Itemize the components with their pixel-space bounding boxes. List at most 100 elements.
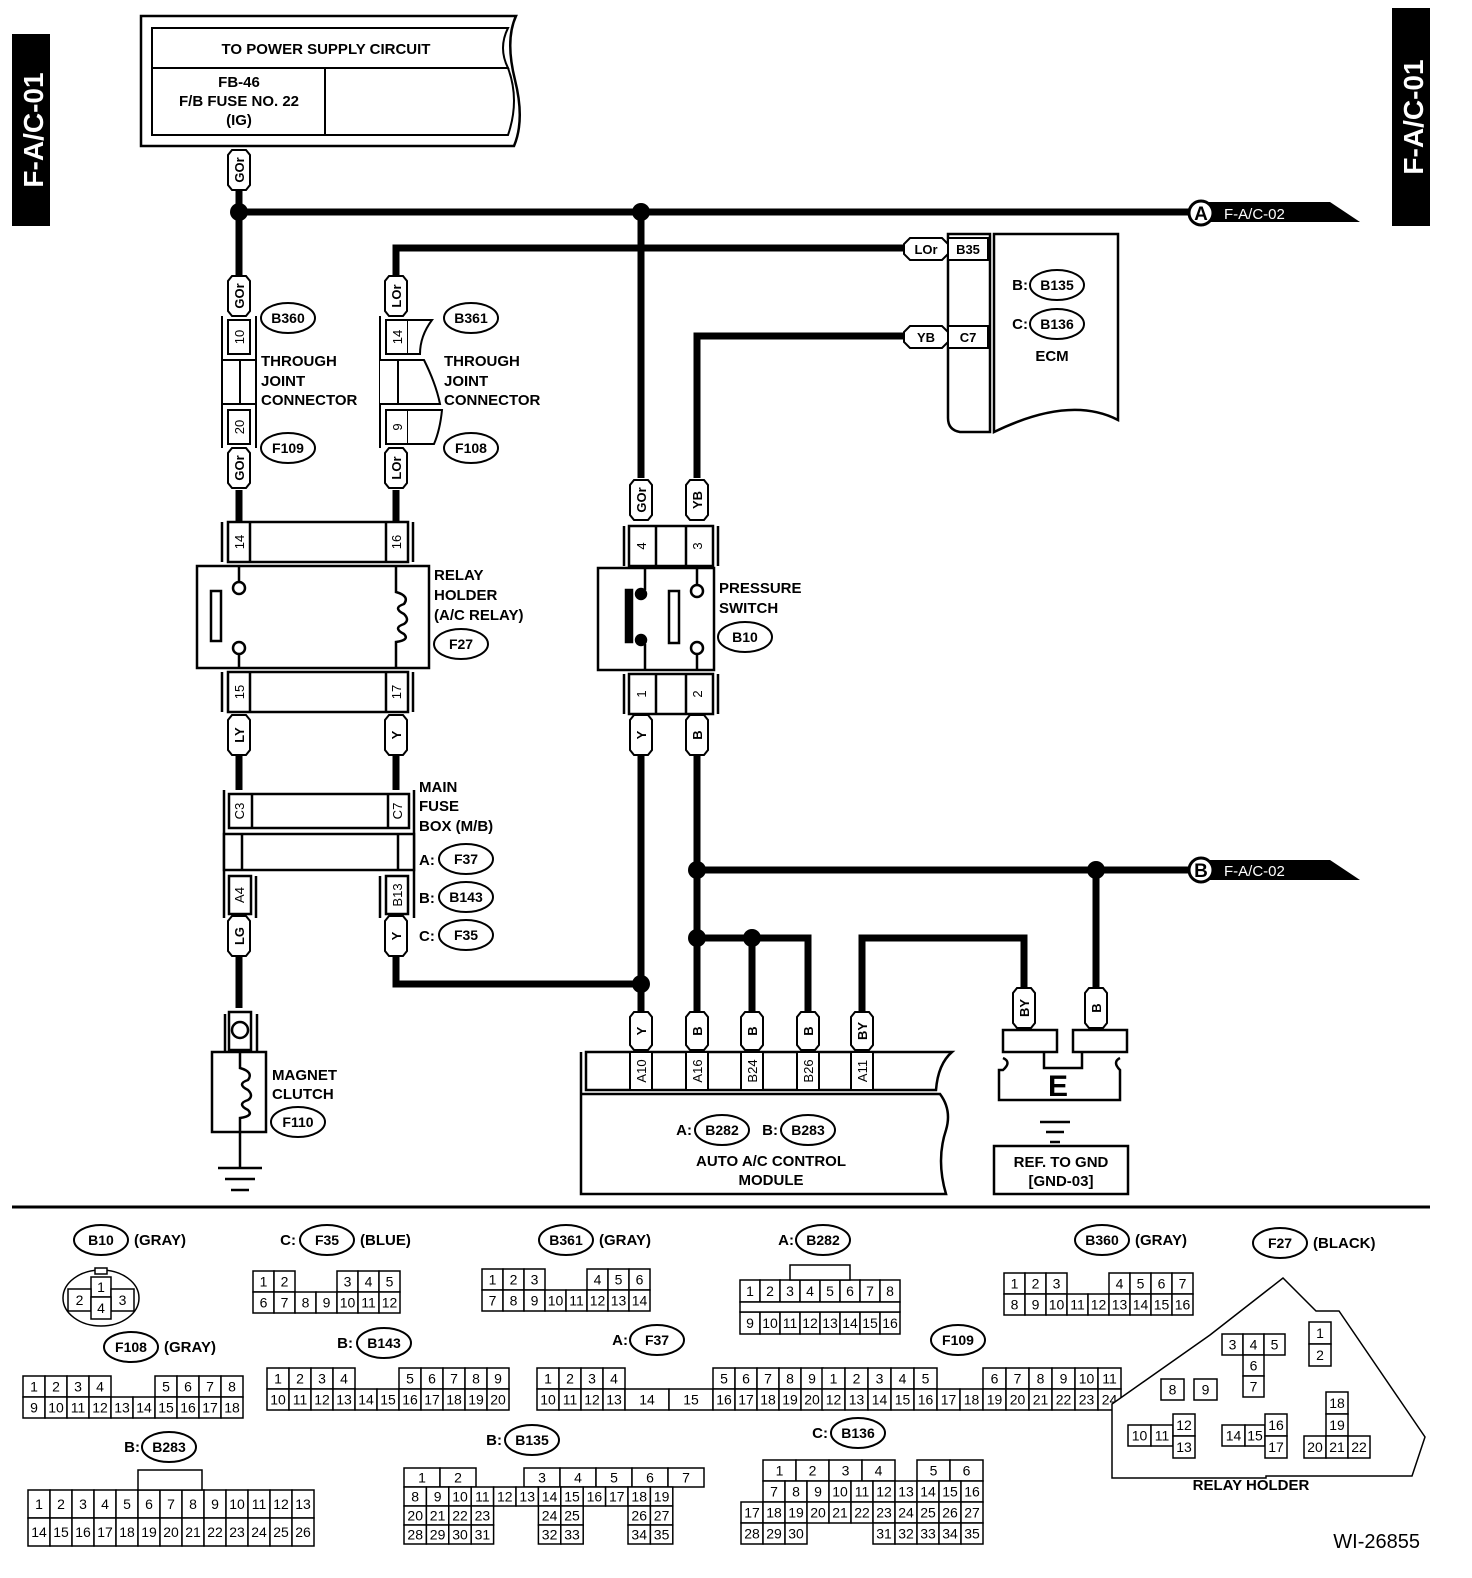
ecm-label: ECM (1035, 348, 1068, 365)
b360-id[interactable]: B360 (271, 310, 305, 326)
svg-text:21: 21 (430, 1508, 446, 1524)
cv-b135-id[interactable]: B135 (515, 1432, 549, 1448)
cv-f35-id[interactable]: F35 (315, 1232, 339, 1248)
svg-text:10: 10 (270, 1392, 286, 1408)
svg-text:19: 19 (468, 1392, 484, 1408)
relay-id[interactable]: F27 (449, 636, 473, 652)
svg-text:28: 28 (407, 1527, 423, 1543)
cv-b10-color: (GRAY) (134, 1232, 186, 1249)
svg-text:11: 11 (293, 1392, 308, 1408)
svg-text:13: 13 (336, 1392, 352, 1408)
cv-b360-id[interactable]: B360 (1085, 1232, 1119, 1248)
psw-id[interactable]: B10 (732, 629, 758, 645)
svg-text:28: 28 (744, 1526, 760, 1542)
svg-text:26: 26 (942, 1505, 958, 1521)
cv-b283-id[interactable]: B283 (152, 1439, 186, 1455)
cv-f108-id[interactable]: F108 (115, 1339, 147, 1355)
cv-b282-id[interactable]: B282 (806, 1232, 840, 1248)
svg-text:8: 8 (472, 1371, 480, 1387)
ground-ref-2[interactable]: [GND-03] (1028, 1173, 1093, 1190)
cv-b136-prefix: C: (812, 1425, 828, 1442)
svg-text:7: 7 (1179, 1276, 1187, 1292)
svg-text:LOr: LOr (389, 456, 404, 479)
svg-text:6: 6 (145, 1496, 153, 1512)
wire-lor-ecm (392, 244, 905, 278)
svg-text:29: 29 (766, 1526, 782, 1542)
mb-conn-f35[interactable]: F35 (454, 927, 478, 943)
svg-text:6: 6 (428, 1371, 436, 1387)
svg-text:12: 12 (876, 1484, 892, 1500)
svg-text:11: 11 (475, 1489, 490, 1505)
cv-b283-lock (137, 1469, 203, 1491)
svg-text:1: 1 (274, 1371, 282, 1387)
f108-id[interactable]: F108 (455, 440, 487, 456)
svg-text:20: 20 (163, 1524, 179, 1540)
cv-f109-id[interactable]: F109 (942, 1332, 974, 1348)
svg-text:3: 3 (842, 1463, 850, 1479)
relay-pin-17: 17 (389, 685, 404, 699)
svg-text:6: 6 (742, 1371, 750, 1387)
svg-text:1: 1 (489, 1272, 497, 1288)
b361-id[interactable]: B361 (454, 310, 488, 326)
cv-f27-id[interactable]: F27 (1268, 1235, 1292, 1251)
svg-text:B24: B24 (745, 1059, 760, 1082)
svg-text:25: 25 (920, 1505, 936, 1521)
mb-label-2: FUSE (419, 798, 459, 815)
svg-text:4: 4 (806, 1283, 814, 1299)
svg-text:11: 11 (563, 1392, 578, 1408)
svg-text:1: 1 (746, 1283, 754, 1299)
ecm-conn-b-prefix: B: (1012, 277, 1028, 294)
ecm-conn-c-prefix: C: (1012, 316, 1028, 333)
cv-b143-id[interactable]: B143 (367, 1335, 401, 1351)
clutch-id[interactable]: F110 (282, 1114, 313, 1130)
cv-b136-id[interactable]: B136 (841, 1425, 875, 1441)
offpage-a[interactable]: A F-A/C-02 (1187, 199, 1360, 227)
svg-text:8: 8 (786, 1371, 794, 1387)
ecm-conn-b136[interactable]: B136 (1040, 316, 1074, 332)
f109-id[interactable]: F109 (272, 440, 304, 456)
module-conn-b283[interactable]: B283 (791, 1122, 825, 1138)
b360-label-3: CONNECTOR (261, 392, 358, 409)
cv-f37-id[interactable]: F37 (645, 1332, 669, 1348)
svg-text:10: 10 (229, 1496, 245, 1512)
ecm-conn-b135[interactable]: B135 (1040, 277, 1074, 293)
svg-text:14: 14 (639, 1392, 655, 1408)
mb-conn-b143[interactable]: B143 (449, 889, 483, 905)
module-conn-b-prefix: B: (762, 1122, 778, 1139)
svg-text:5: 5 (930, 1463, 938, 1479)
svg-text:22: 22 (1351, 1439, 1367, 1455)
svg-text:B: B (1089, 1003, 1104, 1012)
svg-text:10: 10 (762, 1315, 778, 1331)
svg-text:4: 4 (340, 1371, 348, 1387)
module-conn-b282[interactable]: B282 (705, 1122, 739, 1138)
b360-label-2: JOINT (261, 373, 305, 390)
svg-text:LOr: LOr (389, 284, 404, 307)
wire-tag-ly: LY (227, 714, 251, 756)
svg-text:5: 5 (1271, 1337, 1279, 1353)
cv-b10-id[interactable]: B10 (88, 1232, 114, 1248)
svg-text:10: 10 (48, 1400, 64, 1416)
svg-text:2: 2 (454, 1470, 462, 1486)
svg-text:Y: Y (389, 931, 404, 940)
svg-text:9: 9 (211, 1496, 219, 1512)
svg-text:Y: Y (634, 730, 649, 739)
mb-conn-f37[interactable]: F37 (454, 851, 478, 867)
svg-text:6: 6 (184, 1379, 192, 1395)
svg-text:6: 6 (646, 1470, 654, 1486)
svg-text:14: 14 (542, 1489, 558, 1505)
svg-text:A10: A10 (634, 1059, 649, 1082)
svg-text:10: 10 (832, 1484, 848, 1500)
svg-text:8: 8 (411, 1489, 419, 1505)
cv-b361-id[interactable]: B361 (549, 1232, 583, 1248)
svg-text:17: 17 (424, 1392, 440, 1408)
offpage-b[interactable]: B F-A/C-02 (1187, 856, 1360, 884)
power-supply-title: TO POWER SUPPLY CIRCUIT (222, 41, 431, 58)
svg-text:12: 12 (382, 1295, 398, 1311)
svg-text:9: 9 (323, 1295, 331, 1311)
ecm-wire-yb: YB (917, 330, 935, 345)
